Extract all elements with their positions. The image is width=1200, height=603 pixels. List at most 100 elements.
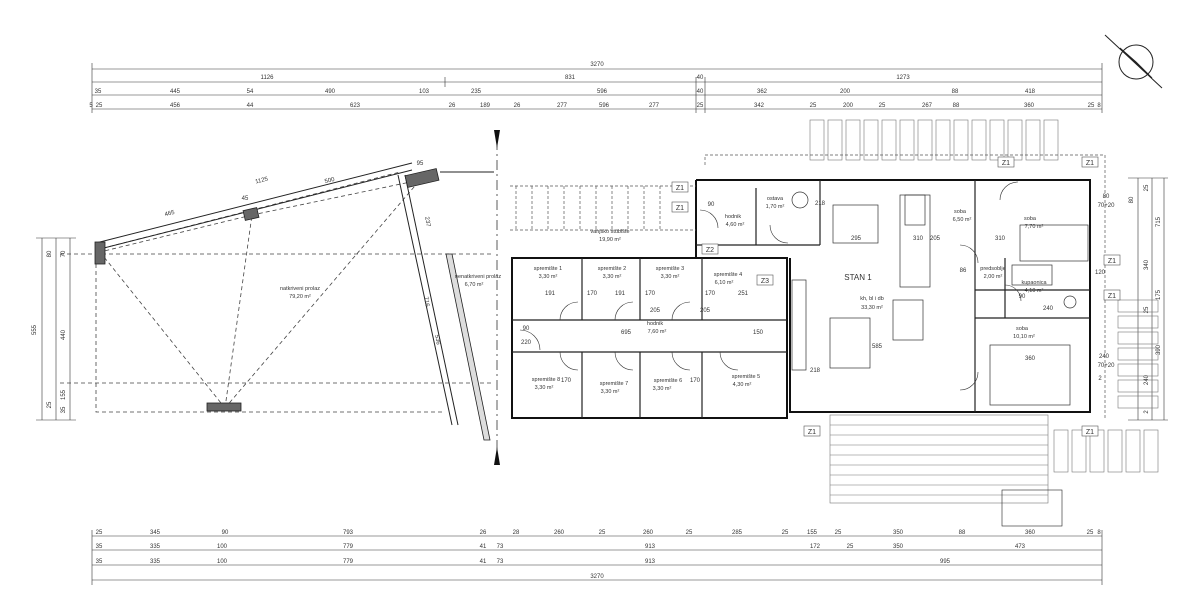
top-dimensions: [91, 63, 1103, 113]
dim-top-row2: 235: [471, 89, 482, 95]
dim-bottom-row2: 73: [497, 544, 504, 550]
dim-top-row3: 44: [247, 103, 254, 109]
dim-bottom-row1: 28: [513, 530, 520, 536]
dim-top-row2: 490: [325, 89, 336, 95]
dim-inner: 295: [851, 236, 862, 242]
dim-top-row3: 25: [810, 103, 817, 109]
room-name-storage-2: spremište 2: [598, 266, 626, 272]
site-boundary: [704, 154, 1106, 420]
dim-bottom-row1: 25: [96, 530, 103, 536]
zone-tag: Z1: [1108, 258, 1116, 265]
dim-bottom-row2: 41: [480, 544, 487, 550]
dim-inner: 191: [615, 291, 626, 297]
dim-top-row3: 189: [480, 103, 491, 109]
dim-bottom-row1: 90: [222, 530, 229, 536]
dim-bottom-row3: 995: [940, 559, 951, 565]
dim-bottom-row1: 260: [554, 530, 565, 536]
room-name-storage-8: spremište 8: [532, 377, 560, 383]
dim-bottom-row1: 88: [959, 530, 966, 536]
room-area-covered-passage: 79,20 m²: [289, 294, 311, 300]
dim-inner: 170: [690, 378, 701, 384]
room-area-hallway-apt: 4,60 m²: [726, 222, 745, 228]
dim-inner: 310: [913, 236, 924, 242]
room-name-pantry: ostava: [767, 196, 784, 202]
dim-right: 80: [1129, 196, 1135, 203]
dim-inner: 237: [423, 216, 431, 228]
dim-left: 155: [61, 389, 67, 400]
dim-inner: 90: [1019, 294, 1026, 300]
dim-inner: 205: [650, 308, 661, 314]
dim-bottom-row2: 779: [343, 544, 354, 550]
dim-right: 240: [1144, 374, 1150, 385]
room-name-storage-5: spremište 5: [732, 374, 760, 380]
dim-top-row3: 456: [170, 103, 181, 109]
dim-left: 25: [47, 401, 53, 408]
dim-bottom-row2: 350: [893, 544, 904, 550]
dim-inner: 310: [995, 236, 1006, 242]
dim-top-row3: 88: [953, 103, 960, 109]
dim-inner: 2: [1098, 376, 1102, 382]
bottom-dimensions: [91, 530, 1103, 585]
dim-bottom-row3: 335: [150, 559, 161, 565]
dim-inner: 95: [417, 161, 424, 167]
dim-bottom-row1: 25: [1087, 530, 1094, 536]
dim-bottom-row2: 35: [96, 544, 103, 550]
room-area-hallway-storage: 7,60 m²: [648, 329, 667, 335]
outdoor-stairs-steps: [510, 185, 696, 231]
dim-top-row1: 1126: [261, 75, 275, 81]
room-area-storage-6: 3,30 m²: [653, 386, 672, 392]
dim-inner: 170: [705, 291, 716, 297]
zone-tags: [671, 156, 1121, 437]
dim-top-row3: 25: [1088, 103, 1095, 109]
room-name-hallway-storage: hodnik: [647, 321, 663, 327]
dim-top-row2: 88: [952, 89, 959, 95]
room-area-storage-1: 3,30 m²: [539, 274, 558, 280]
dim-top-row2: 362: [757, 89, 768, 95]
dim-right: 715: [1156, 216, 1162, 227]
dim-top-row3: 26: [514, 103, 521, 109]
room-area-outdoor-stairs: 19,90 m²: [599, 237, 621, 243]
dim-bottom-row2: 100: [217, 544, 228, 550]
dim-top-row2: 596: [597, 89, 608, 95]
dim-inner: 240: [1099, 354, 1110, 360]
dim-bottom-row3: 100: [217, 559, 228, 565]
room-area-storage-7: 3,30 m²: [601, 389, 620, 395]
dim-inner: 695: [621, 330, 632, 336]
north-arrow-icon: [1104, 34, 1163, 89]
dim-inner: 86: [960, 268, 967, 274]
dim-bottom-row1: 285: [732, 530, 743, 536]
dim-left: 35: [61, 406, 67, 413]
zone-tag: Z1: [676, 205, 684, 212]
dim-right: 2: [1144, 410, 1150, 414]
dim-top-row3: 342: [754, 103, 765, 109]
room-area-room-2: 7,70 m²: [1025, 224, 1044, 230]
dim-inner: 585: [872, 344, 883, 350]
dim-top-row3: 8: [1097, 103, 1101, 109]
dim-right: 340: [1144, 259, 1150, 270]
dim-bottom-row1: 360: [1025, 530, 1036, 536]
dim-bottom-row3: 73: [497, 559, 504, 565]
dim-bottom-row3: 35: [96, 559, 103, 565]
room-area-storage-2: 3,30 m²: [603, 274, 622, 280]
dim-inner: 240: [1043, 306, 1054, 312]
room-name-storage-6: spremište 6: [654, 378, 682, 384]
room-name-storage-7: spremište 7: [600, 381, 628, 387]
dim-top-row3: 26: [449, 103, 456, 109]
dim-bottom-row2: 473: [1015, 544, 1026, 550]
dim-inner: 251: [738, 291, 749, 297]
room-name-storage-3: spremište 3: [656, 266, 684, 272]
section-marker: [494, 130, 500, 465]
dim-inner: 500: [324, 177, 336, 185]
dim-inner: 170: [587, 291, 598, 297]
dim-inner: 70+20: [1098, 363, 1116, 369]
dim-inner: 150: [753, 330, 764, 336]
dim-bottom-row1: 155: [807, 530, 818, 536]
dim-inner: 191: [545, 291, 556, 297]
dim-inner: 218: [810, 368, 821, 374]
room-name-kitchen: kh, bl i db: [860, 296, 884, 302]
room-area-bathroom: 4,10 m²: [1025, 288, 1044, 294]
dim-inner: 170: [645, 291, 656, 297]
zone-tag: Z1: [1086, 160, 1094, 167]
dim-bottom-row3: 913: [645, 559, 656, 565]
dim-right: 25: [1144, 306, 1150, 313]
